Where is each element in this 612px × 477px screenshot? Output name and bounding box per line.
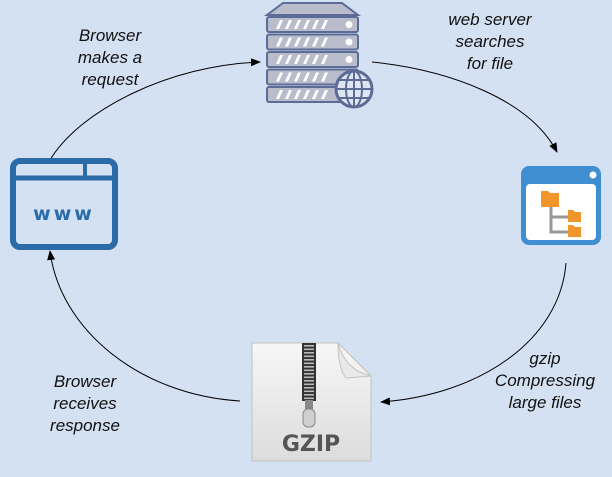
zipper-tooth [304,369,314,372]
zipper-tooth [304,387,314,389]
rack-stripe [276,37,283,47]
rack-stripe [321,20,328,29]
svg-text:www: www [33,203,95,225]
zipper-tooth [304,352,314,354]
rack-stripe [321,55,328,64]
zipper-tooth [304,362,314,365]
zipper-tooth [304,397,314,400]
svg-text:response: response [50,416,120,435]
svg-text:GZIP: GZIP [282,432,340,457]
arrow-browser-to-server [49,58,261,161]
rack-stripe [276,90,283,99]
zipper-tooth [304,355,314,358]
rack-stripe [285,55,292,64]
rack-stripe [303,55,310,64]
file-tree-icon [521,166,601,245]
step-search-label: web server searches for file [448,10,532,73]
rack-stripe [321,37,328,47]
rack-stripe [312,37,319,47]
rack-stripe [276,72,283,82]
rack-stripe [294,20,301,29]
gzip-file-icon: GZIP [251,342,372,462]
svg-text:large files: large files [509,393,582,412]
rack-stripe [312,72,319,82]
rack-stripe [303,37,310,47]
zipper-tooth [304,390,314,393]
rack-stripe [294,55,301,64]
rack-stripe [294,72,301,82]
svg-text:request: request [82,70,140,89]
step-compress-label: gzip Compressing large files [495,349,596,412]
zipper-tooth [304,380,314,382]
browser-window-icon: www [10,158,118,250]
rack-stripe [312,20,319,29]
rack-stripe [294,37,301,47]
step-request-label: Browser makes a request [78,26,143,89]
rack-stripe [294,90,301,99]
arrow-gzip-to-browser [47,250,241,402]
arrow-server-to-filesystem [371,61,558,153]
zipper-tooth [304,394,314,396]
rack-stripe [312,55,319,64]
rack-light [345,56,353,63]
svg-text:makes a: makes a [78,48,142,67]
svg-text:gzip: gzip [529,349,560,368]
svg-text:Browser: Browser [79,26,143,45]
svg-text:web server: web server [448,10,532,29]
rack-stripe [321,72,328,82]
arrow-filesystem-to-gzip [380,262,567,406]
zipper-tooth [304,376,314,379]
zipper-tooth [304,383,314,386]
svg-text:for file: for file [467,54,513,73]
zipper-tooth [304,366,314,368]
svg-text:Browser: Browser [54,372,118,391]
rack-stripe [285,37,292,47]
rack-light [345,38,353,46]
rack-stripe [303,72,310,82]
web-server-icon [264,2,374,109]
svg-text:Compressing: Compressing [495,371,596,390]
rack-stripe [276,55,283,64]
svg-text:searches: searches [456,32,525,51]
zipper-tooth [304,348,314,351]
rack-stripe [285,20,292,29]
rack-stripe [276,20,283,29]
rack-light [345,21,353,28]
rack-stripe [285,90,292,99]
rack-stripe [303,20,310,29]
rack-stripe [303,90,310,99]
zipper-tooth [304,359,314,361]
rack-stripe [312,90,319,99]
rack-stripe [285,72,292,82]
rack-stripe [321,90,328,99]
step-response-label: Browser receives response [50,372,120,435]
svg-text:receives: receives [53,394,117,413]
globe-icon [334,69,374,109]
zipper-tooth [304,345,314,347]
zipper-tooth [304,373,314,375]
